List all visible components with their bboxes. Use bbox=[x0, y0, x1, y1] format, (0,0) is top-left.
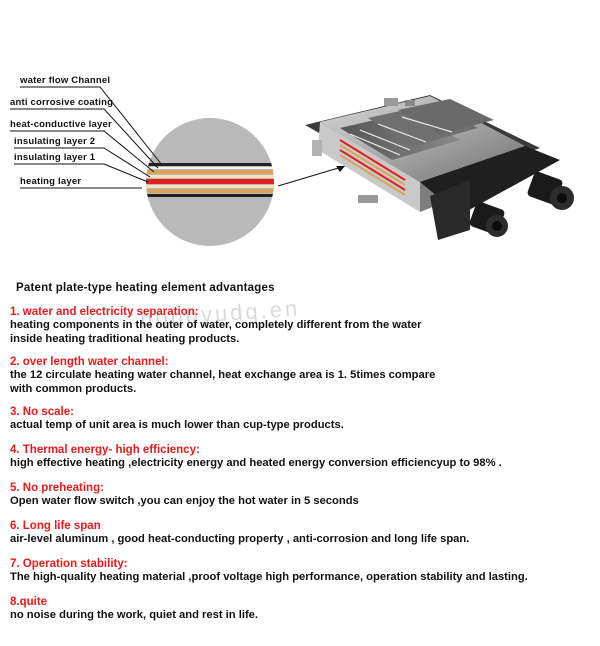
label-water-flow-channel: water flow Channel bbox=[20, 75, 111, 86]
heating-element-product bbox=[305, 95, 574, 240]
section-title: 8.quite bbox=[10, 596, 48, 608]
cross-section-diagram bbox=[10, 86, 574, 246]
section-line: no noise during the work, quiet and rest… bbox=[10, 609, 259, 621]
advantage-section-8: 8.quite no noise during the work, quiet … bbox=[10, 596, 595, 623]
side-layer-stripes bbox=[339, 139, 406, 196]
section-title: 5. No preheating: bbox=[10, 482, 104, 494]
advantage-section-5: 5. No preheating: Open water flow switch… bbox=[10, 482, 595, 509]
advantage-section-1: 1. water and electricity separation: hea… bbox=[10, 306, 595, 346]
section-line: with common products. bbox=[10, 382, 137, 395]
section-line: Open water flow switch ,you can enjoy th… bbox=[10, 495, 359, 507]
section-title: 2. over length water channel: bbox=[10, 356, 169, 368]
advantage-section-2: 2. over length water channel: the 12 cir… bbox=[10, 356, 595, 396]
section-title: 6. Long life span bbox=[10, 520, 101, 532]
section-line: actual temp of unit area is much lower t… bbox=[10, 419, 344, 431]
advantage-section-6: 6. Long life span air-level aluminum , g… bbox=[10, 520, 595, 547]
section-title: 1. water and electricity separation: bbox=[10, 306, 199, 318]
advantages-heading: Patent plate-type heating element advant… bbox=[16, 282, 275, 294]
leader-lines bbox=[10, 86, 163, 189]
label-heating-layer: heating layer bbox=[20, 176, 82, 187]
label-heat-conductive-layer: heat-conductive layer bbox=[10, 119, 112, 130]
layer-stack bbox=[146, 163, 274, 197]
section-title: 4. Thermal energy- high efficiency: bbox=[10, 444, 200, 456]
water-fitting-left bbox=[469, 201, 508, 237]
section-title: 7. Operation stability: bbox=[10, 558, 128, 570]
section-line: The high-quality heating material ,proof… bbox=[10, 571, 528, 583]
cross-section-figure: water flow Channel anti corrosive coatin… bbox=[0, 0, 600, 270]
section-line: heating components in the outer of water… bbox=[10, 319, 422, 331]
label-insulating-layer-1: insulating layer 1 bbox=[14, 152, 96, 163]
section-line: the 12 circulate heating water channel, … bbox=[10, 369, 436, 381]
section-title: 3. No scale: bbox=[10, 406, 74, 418]
section-line: inside heating traditional heating produ… bbox=[10, 332, 240, 345]
label-anti-corrosive-coating: anti corrosive coating bbox=[10, 97, 114, 108]
advantage-section-7: 7. Operation stability: The high-quality… bbox=[10, 558, 595, 585]
advantage-section-4: 4. Thermal energy- high efficiency: high… bbox=[10, 444, 595, 471]
water-fitting-right bbox=[527, 171, 574, 210]
advantage-section-3: 3. No scale: actual temp of unit area is… bbox=[10, 406, 595, 433]
section-line: high effective heating ,electricity ener… bbox=[10, 457, 502, 469]
label-insulating-layer-2: insulating layer 2 bbox=[14, 136, 96, 147]
section-line: air-level aluminum , good heat-conductin… bbox=[10, 533, 470, 545]
